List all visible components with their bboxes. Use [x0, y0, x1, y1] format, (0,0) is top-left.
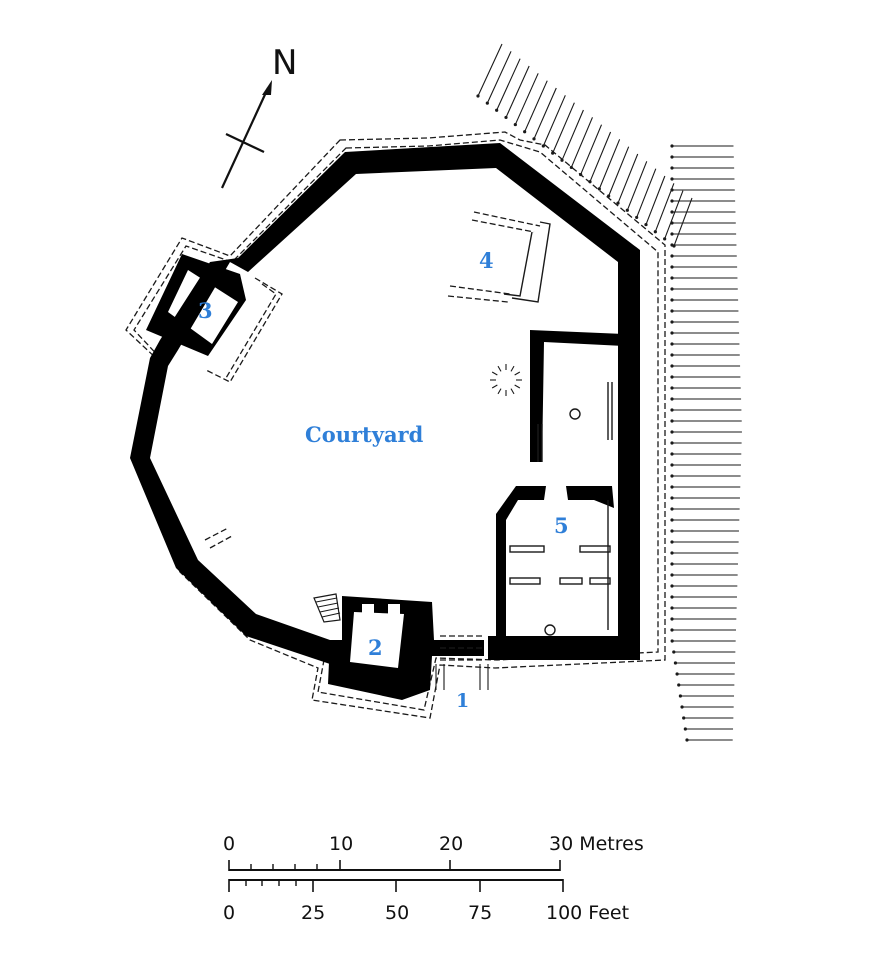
scale-m-20: 20 — [439, 833, 463, 855]
well-icon-2 — [544, 624, 556, 636]
scale-ft-25: 25 — [301, 902, 325, 924]
round-feature-icon — [490, 364, 522, 396]
north-arrow: N — [221, 43, 297, 189]
label-2: 2 — [368, 635, 383, 660]
arrow-head-icon — [262, 80, 272, 95]
label-5: 5 — [554, 513, 569, 538]
scale-m-10: 10 — [329, 833, 353, 855]
scale-m-30: 30 Metres — [549, 833, 644, 855]
north-letter: N — [272, 43, 297, 83]
courtyard-dash — [204, 527, 229, 541]
curtain-wall — [130, 143, 640, 664]
outer-dashed-line-inner — [133, 139, 659, 711]
tower-3 — [146, 254, 246, 356]
label-1: 1 — [456, 690, 469, 712]
gatehouse-2 — [328, 596, 484, 700]
scale-ft-50: 50 — [385, 902, 409, 924]
range-5-walls — [530, 330, 624, 462]
slope-hachures — [476, 43, 742, 742]
courtyard-dash-2 — [209, 535, 233, 549]
tower3-outwork-2 — [225, 283, 277, 379]
well-icon — [569, 408, 581, 420]
scale-ft-100: 100 Feet — [546, 902, 629, 924]
range-5-hall — [496, 486, 614, 636]
gatehouse-recess-left — [362, 604, 374, 626]
tower3-outwork — [205, 277, 283, 383]
scale-m-0: 0 — [223, 833, 235, 855]
label-3: 3 — [198, 298, 213, 323]
gatehouse-recess-right — [388, 604, 400, 626]
scale-ft-75: 75 — [468, 902, 492, 924]
scale-ft-0: 0 — [223, 902, 235, 924]
hall-partitions — [509, 545, 611, 585]
scale-feet: 0 25 50 75 100 Feet — [223, 879, 629, 924]
label-4: 4 — [479, 248, 494, 273]
entrance-passage — [435, 635, 489, 690]
stair — [313, 593, 341, 623]
scale-metres: 0 10 20 30 Metres — [223, 833, 644, 871]
building-4 — [447, 211, 551, 303]
outer-dashed-line — [125, 131, 666, 719]
courtyard-label: Courtyard — [305, 422, 424, 447]
